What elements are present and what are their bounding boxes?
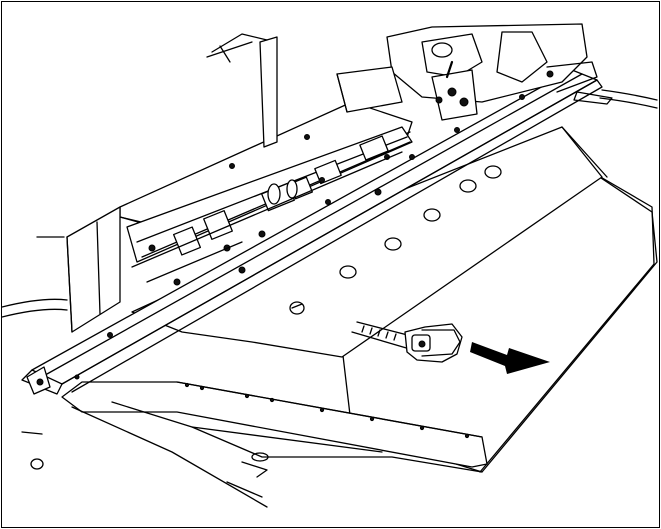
template-holes xyxy=(184,382,470,439)
sewing-head xyxy=(336,23,598,121)
upright-bracket xyxy=(206,33,278,148)
left-hose xyxy=(2,298,68,308)
rail-screws xyxy=(74,94,525,380)
mechanism xyxy=(126,126,413,286)
template-plate xyxy=(61,381,488,468)
sheet-holes xyxy=(289,165,502,315)
ruler-ticks xyxy=(361,325,397,341)
direction-arrow xyxy=(470,342,550,374)
pin-knob xyxy=(404,323,463,363)
side-housing xyxy=(66,206,121,333)
right-cable xyxy=(601,89,658,101)
